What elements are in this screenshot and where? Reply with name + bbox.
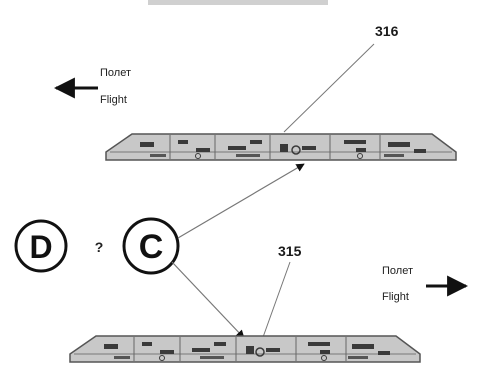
upper-fuselage-section <box>105 133 457 161</box>
top-header-smudge <box>148 0 328 5</box>
arrow-c-to-upper <box>177 163 305 239</box>
callout-316: 316 <box>283 23 399 133</box>
upper-flight-label: Полет Flight <box>53 67 131 106</box>
circle-d-group: D <box>14 219 68 273</box>
upper-flight-ru: Полет <box>100 67 131 79</box>
circle-c-letter: C <box>139 228 164 266</box>
circle-d <box>14 219 68 273</box>
lower-fuselage-section <box>69 335 421 363</box>
callout-315-number: 315 <box>278 243 302 259</box>
lower-flight-ru: Полет <box>382 265 413 277</box>
question-mark: ? <box>95 239 104 255</box>
arrow-c-to-lower <box>171 261 245 339</box>
callout-316-number: 316 <box>375 23 399 39</box>
callout-316-leader <box>283 43 375 133</box>
lower-flight-label: Полет Flight <box>382 265 469 303</box>
circle-d-letter: D <box>29 229 52 265</box>
upper-flight-en: Flight <box>100 94 127 106</box>
callout-315: 315 <box>261 243 302 341</box>
circle-c <box>122 217 180 275</box>
callout-315-leader <box>261 261 291 341</box>
circle-c-group: C <box>122 217 180 275</box>
lower-flight-en: Flight <box>382 291 409 303</box>
